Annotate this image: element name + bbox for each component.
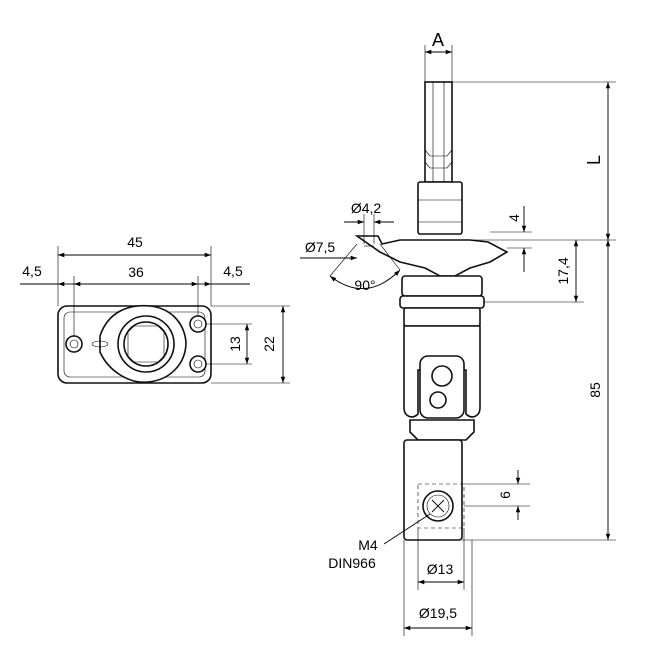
dim-shaft-width: A (432, 30, 444, 50)
dim-hole-diameter: Ø4,2 (351, 200, 382, 216)
dim-outer-diameter: Ø19,5 (419, 605, 457, 621)
joint-yoke-upper (403, 325, 481, 418)
screw-zone (417, 483, 465, 529)
joint-pivot-lower (429, 391, 447, 409)
dim-inner-diameter: Ø13 (427, 561, 454, 577)
screw-cross-icon (431, 499, 445, 513)
screw-head-inner (426, 494, 450, 518)
flange (354, 235, 509, 277)
angle-leg (329, 243, 358, 277)
side-view (354, 81, 509, 541)
coupling-ring-bottom (403, 307, 481, 327)
dim-overall-width: 45 (127, 234, 143, 250)
plate-slot (91, 340, 109, 348)
dim-shaft-length: L (584, 155, 604, 165)
dim-countersink-angle: 90° (354, 277, 375, 293)
dim-screw-offset: 6 (497, 491, 513, 499)
plate-hole-top-right-inner (193, 319, 203, 329)
plate-hub-inner (123, 321, 169, 367)
coupling-ring-mid (399, 295, 485, 309)
dim-total-length: 85 (587, 382, 603, 398)
screw-standard-label: DIN966 (328, 555, 376, 571)
dim-left-edge: 4,5 (22, 263, 42, 279)
screw-size-label: M4 (358, 537, 378, 553)
dim-hole-spacing: 36 (128, 264, 144, 280)
joint-yoke-lower (409, 419, 475, 441)
side-dimensions: A L 85 4 17,4 Ø4,2 Ø7,5 90° (300, 30, 616, 636)
dim-right-edge: 4,5 (223, 263, 243, 279)
dim-flange-thickness: 4 (506, 214, 522, 222)
dim-inner-height: 13 (227, 336, 243, 352)
plate-hub-socket (127, 325, 165, 363)
dim-arc-90 (329, 269, 401, 289)
plate-hole-left-inner (69, 339, 79, 349)
plate-hole-bottom-right-inner (193, 359, 203, 369)
shaft-collar (417, 181, 463, 235)
dim-flange-offset: 17,4 (555, 257, 571, 284)
plate-hole-bottom-right (189, 355, 207, 373)
plate-hole-left (65, 335, 83, 353)
dim-outer-height: 22 (261, 336, 277, 352)
joint-pivot-upper (431, 365, 453, 387)
mounting-plate-view (57, 304, 212, 384)
plate-hole-top-right (189, 315, 207, 333)
plate-dimensions: 45 4,5 36 4,5 13 22 (20, 234, 290, 384)
dim-countersink-diameter: Ø7,5 (305, 239, 336, 255)
shaft-notch (424, 149, 453, 169)
screw-leader-line (383, 513, 431, 545)
coupling-ring-top (401, 275, 483, 297)
angle-leg (379, 243, 401, 271)
